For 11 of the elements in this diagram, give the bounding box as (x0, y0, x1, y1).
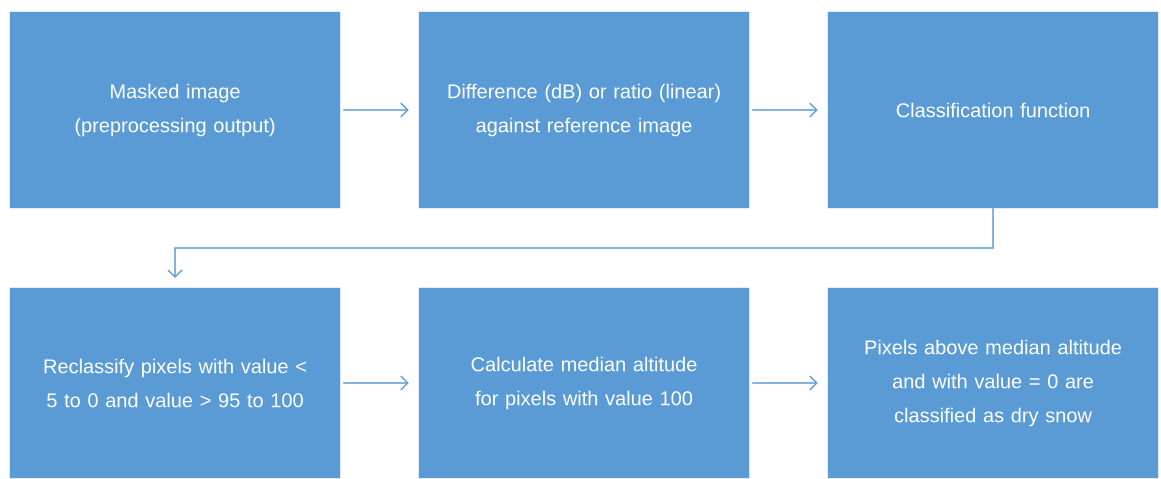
arrow (342, 102, 409, 118)
process-box: Reclassify pixels with value < 5 to 0 and value > 95 to 100 (9, 287, 341, 479)
process-box: Calculate median altitude for pixels with value 100 (418, 287, 750, 479)
process-box: Pixels above median altitude and with value = 0 are classified as dry snow (827, 287, 1159, 479)
arrow (167, 207, 994, 278)
process-box: Masked image (preprocessing output) (9, 11, 341, 209)
process-box: Classification function (827, 11, 1159, 209)
process-box: Difference (dB) or ratio (linear) against reference image (418, 11, 750, 209)
arrow (751, 375, 818, 391)
arrow (342, 375, 409, 391)
arrow (751, 102, 818, 118)
